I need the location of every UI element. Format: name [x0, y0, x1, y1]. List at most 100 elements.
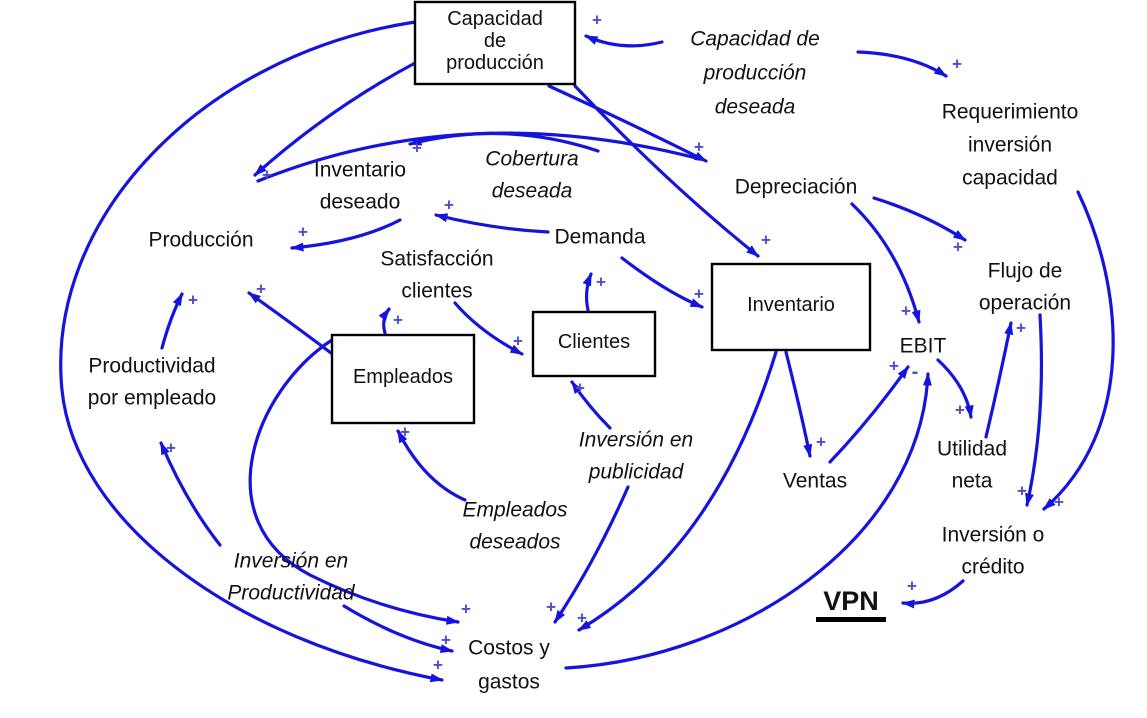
arrow-satisfaccion-to-clientes — [453, 301, 524, 356]
arrows-layer — [59, 20, 1115, 683]
polarity-sign: + — [577, 609, 587, 628]
polarity-sign: + — [575, 379, 585, 398]
arrow-empleados-to-costos — [248, 338, 460, 625]
node-clientes: Clientes — [531, 310, 657, 378]
polarity-sign: + — [461, 600, 471, 619]
arrow-utilidad-to-flujo — [984, 321, 1014, 439]
arrow-invdeseado-to-produccion — [290, 218, 402, 252]
node-label-ebit: EBIT — [900, 335, 947, 358]
arrow-capacidad-to-depreciacion — [547, 84, 708, 163]
polarity-sign: + — [592, 11, 602, 30]
arrow-empleados-to-produccion — [247, 291, 337, 358]
polarity-sign: + — [694, 285, 704, 304]
node-empleados: Empleados — [330, 333, 476, 425]
polarity-sign: + — [596, 273, 606, 292]
arrow-capdeseada-to-requerimiento — [856, 50, 948, 78]
arrow-flujo-to-inversioncredito — [1025, 313, 1044, 507]
polarity-sign: + — [412, 139, 422, 158]
node-label-clientes: Clientes — [558, 331, 630, 353]
arrow-demanda-to-inventario — [620, 256, 704, 309]
arrow-requerimiento-to-inversioncredito — [1042, 190, 1115, 511]
arrow-capacidad-to-produccion — [253, 60, 419, 177]
polarity-sign: + — [513, 332, 523, 351]
arrow-costos-to-ebit — [564, 372, 932, 670]
polarity-sign: + — [188, 291, 198, 310]
arrow-clientes-to-demanda — [582, 272, 593, 312]
polarity-sign: + — [441, 631, 451, 650]
arrow-capacidad-to-inventario — [573, 84, 760, 258]
arrow-empleados-to-satisfaccion — [378, 307, 391, 335]
polarity-sign: + — [1017, 482, 1027, 501]
node-depreciacion: Depreciación — [735, 176, 858, 199]
node-label-vpn: VPN — [823, 586, 879, 616]
arrow-empdeseados-to-empleados — [396, 429, 467, 502]
arrow-inventario-to-ventas — [784, 350, 813, 458]
arrow-inversioncredito-to-vpn — [901, 579, 965, 609]
node-label-produccion: Producción — [148, 229, 253, 252]
arrow-publicidad-to-costos — [553, 485, 630, 624]
node-label-ventas: Ventas — [783, 470, 847, 493]
polarity-sign: + — [1054, 493, 1064, 512]
arrow-capacidad-to-costos — [59, 20, 444, 683]
vpn-underline — [816, 617, 886, 622]
arrow-invproductividad-to-costos — [342, 604, 454, 654]
polarity-sign: + — [955, 401, 965, 420]
polarity-sign: + — [761, 231, 771, 250]
polarity-sign: + — [393, 311, 403, 330]
polarity-sign: + — [262, 166, 272, 185]
arrow-publicidad-to-clientes — [570, 380, 612, 430]
polarity-sign: + — [298, 223, 308, 242]
node-ventas: Ventas — [783, 470, 847, 493]
polarity-sign: + — [952, 55, 962, 74]
arrow-productividad-to-produccion — [160, 292, 184, 350]
polarity-sign: + — [889, 357, 899, 376]
polarity-sign: + — [444, 196, 454, 215]
arrow-invproductividad-to-productividad — [159, 441, 222, 547]
node-label-inventario: Inventario — [747, 294, 835, 316]
node-label-demanda: Demanda — [554, 226, 645, 249]
polarity-sign: + — [433, 656, 443, 675]
polarity-sign: + — [953, 238, 963, 257]
polarity-sign: - — [912, 361, 919, 383]
polarity-sign: + — [907, 577, 917, 596]
node-inventario: Inventario — [710, 262, 872, 352]
node-produccion: Producción — [148, 229, 253, 252]
polarity-sign: + — [256, 280, 266, 299]
polarity-sign: + — [694, 138, 704, 157]
arrow-ebit-to-utilidad — [936, 358, 974, 419]
arrow-cobertura-to-invdeseado — [408, 131, 600, 153]
polarity-sign: + — [546, 598, 556, 617]
arrow-demanda-to-invdeseado — [434, 213, 550, 234]
node-label-depreciacion: Depreciación — [735, 176, 858, 199]
polarity-sign: + — [816, 433, 826, 452]
polarity-sign: + — [901, 302, 911, 321]
